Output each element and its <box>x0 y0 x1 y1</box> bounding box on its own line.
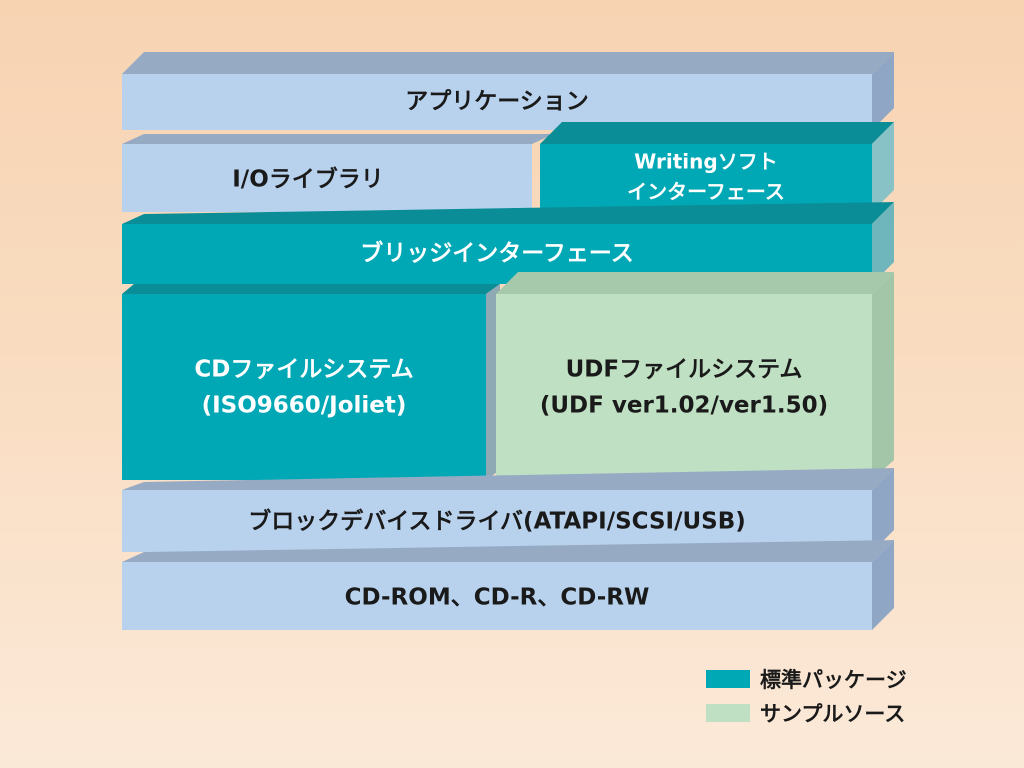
layer-application: アプリケーション <box>122 52 894 130</box>
media-label: CD-ROM、CD-R、CD-RW <box>345 585 650 611</box>
layer-writing-interface: Writingソフト インターフェース <box>540 122 894 212</box>
writing-interface-label-line1: Writingソフト <box>634 150 777 174</box>
legend-swatch-sample <box>706 704 750 722</box>
block-device-driver-label: ブロックデバイスドライバ(ATAPI/SCSI/USB) <box>248 508 746 535</box>
legend-swatch-standard <box>706 670 750 688</box>
udf-filesystem-label-line2: (UDF ver1.02/ver1.50) <box>540 393 828 419</box>
legend-label-standard: 標準パッケージ <box>760 668 907 692</box>
io-library-label: I/Oライブラリ <box>232 166 384 193</box>
layer-cd-filesystem: CDファイルシステム (ISO9660/Joliet) <box>122 284 500 480</box>
layer-block-device-driver: ブロックデバイスドライバ(ATAPI/SCSI/USB) <box>122 468 894 552</box>
application-label: アプリケーション <box>405 89 589 115</box>
writing-interface-label-line2: インターフェース <box>627 180 785 204</box>
legend-item-sample-source: サンプルソース <box>706 696 1006 730</box>
udf-filesystem-label-line1: UDFファイルシステム <box>566 357 803 383</box>
layer-bridge-interface: ブリッジインターフェース <box>122 202 894 284</box>
layer-io-library: I/Oライブラリ <box>122 134 554 212</box>
cd-filesystem-label-line2: (ISO9660/Joliet) <box>202 393 407 419</box>
bridge-interface-label: ブリッジインターフェース <box>360 240 633 267</box>
legend: 標準パッケージ サンプルソース <box>706 662 1006 730</box>
legend-item-standard-package: 標準パッケージ <box>706 662 1006 696</box>
layer-media: CD-ROM、CD-R、CD-RW <box>122 540 894 630</box>
layer-udf-filesystem: UDFファイルシステム (UDF ver1.02/ver1.50) <box>486 272 894 480</box>
cd-filesystem-label-line1: CDファイルシステム <box>194 357 413 383</box>
legend-label-sample: サンプルソース <box>760 702 906 726</box>
